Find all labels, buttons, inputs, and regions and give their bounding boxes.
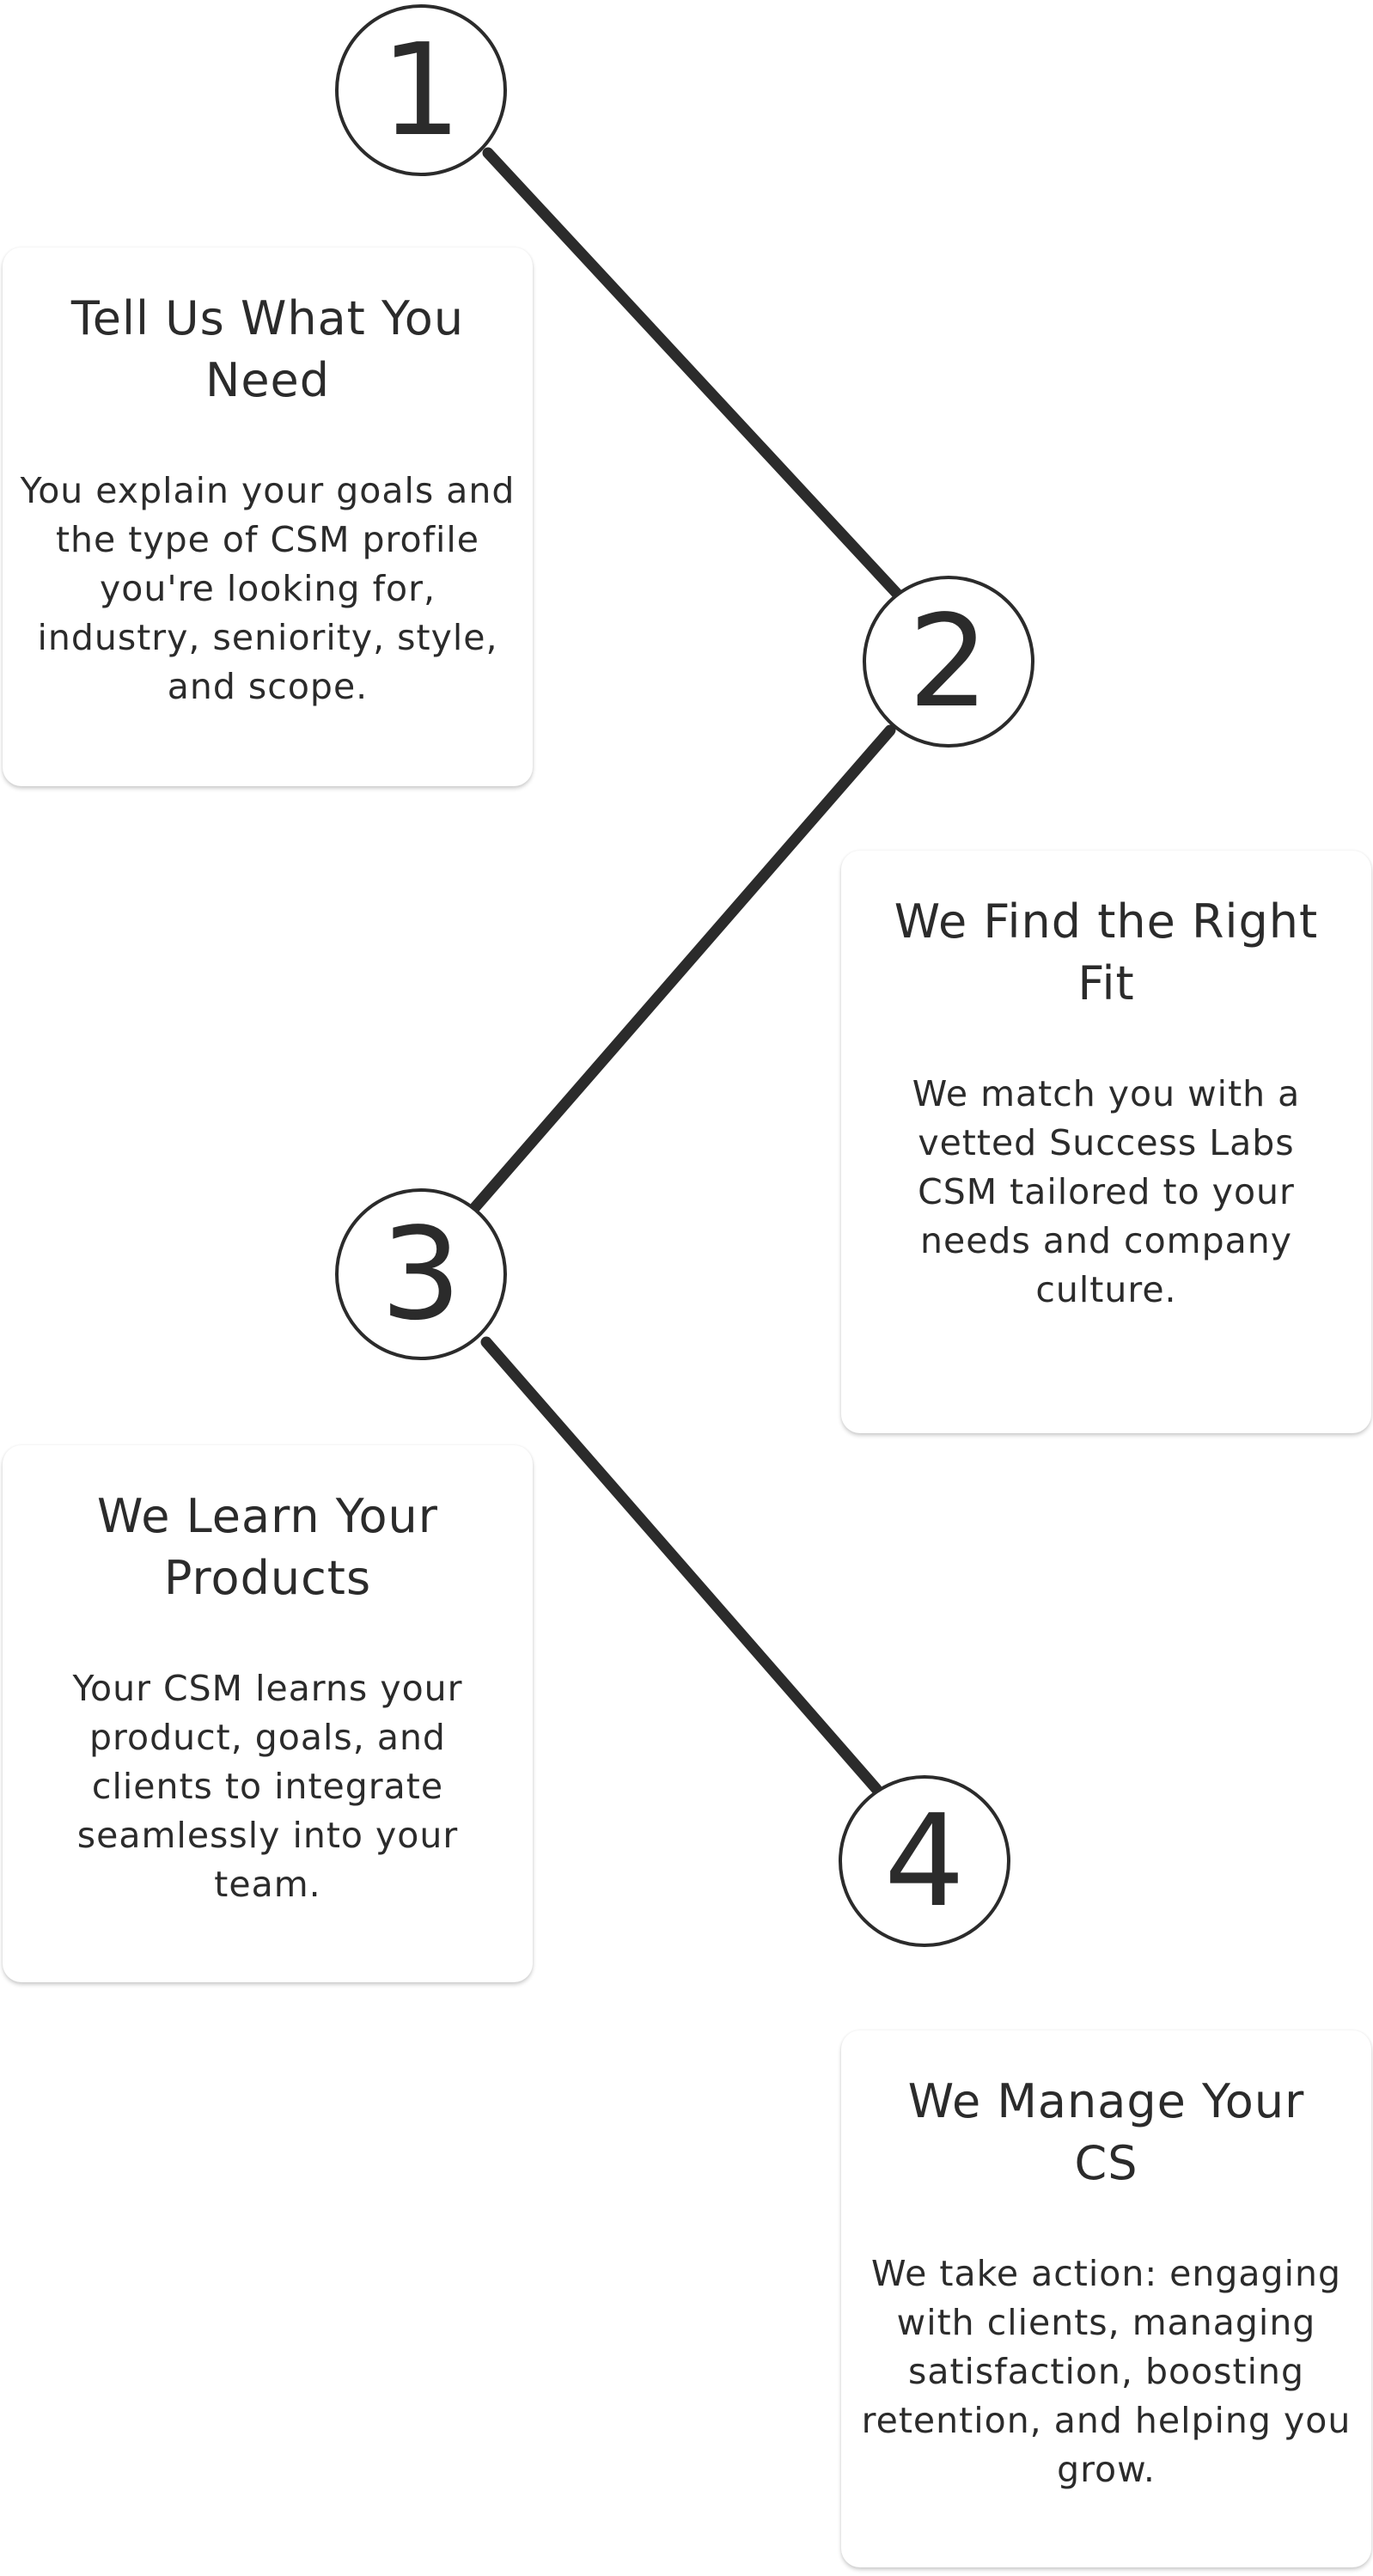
step-card-3: We Learn Your Products Your CSM learns y…	[3, 1445, 533, 1982]
step-number-2: 2	[863, 576, 1034, 748]
step-number-text: 2	[907, 588, 990, 736]
step-title: We Find the Right Fit	[894, 894, 1319, 1010]
step-card-1: Tell Us What You Need You explain your g…	[3, 247, 533, 786]
step-number-text: 4	[883, 1787, 966, 1935]
step-number-3: 3	[335, 1188, 507, 1360]
step-card-2: We Find the Right Fit We match you with …	[841, 851, 1371, 1433]
step-description: Your CSM learns your product, goals, and…	[72, 1668, 463, 1905]
step-card-4: We Manage Your CS We take action: engagi…	[841, 2030, 1371, 2567]
step-title: We Learn Your Products	[97, 1489, 438, 1605]
connector-3-4	[480, 1336, 882, 1795]
step-description: You explain your goals and the type of C…	[20, 470, 516, 707]
step-description: We take action: engaging with clients, m…	[861, 2253, 1352, 2490]
step-number-1: 1	[335, 4, 507, 176]
step-title: We Manage Your CS	[907, 2074, 1305, 2190]
connector-2-3	[469, 724, 896, 1213]
step-title: Tell Us What You Need	[70, 291, 465, 407]
step-number-text: 1	[380, 16, 462, 164]
step-number-text: 3	[380, 1200, 462, 1348]
step-number-4: 4	[839, 1775, 1010, 1947]
step-description: We match you with a vetted Success Labs …	[912, 1073, 1301, 1310]
connector-1-2	[482, 147, 905, 601]
